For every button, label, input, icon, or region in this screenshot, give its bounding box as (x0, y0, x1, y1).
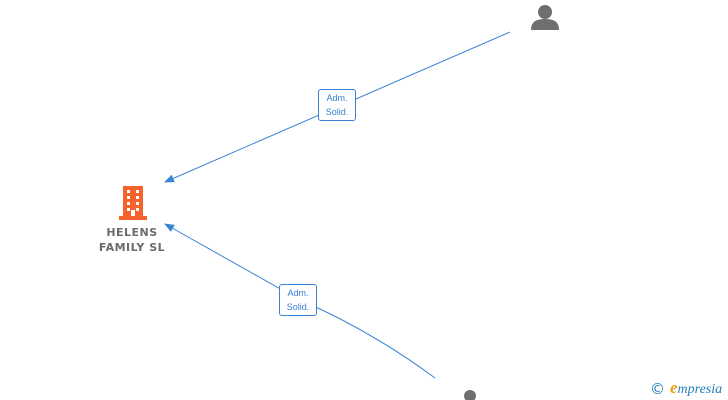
person-icon-top[interactable] (531, 5, 559, 30)
relation-badge-2[interactable]: Adm. Solid. (279, 284, 317, 316)
company-name[interactable]: HELENS FAMILY SL (82, 225, 182, 255)
company-name-line1: HELENS (106, 226, 158, 239)
company-building-icon[interactable] (119, 186, 147, 220)
relation-badge-1-type: Solid. (325, 107, 349, 117)
relation-badge-1-role: Adm. (326, 93, 348, 103)
copyright-icon: © (650, 380, 665, 398)
person-icon-bottom[interactable] (458, 390, 482, 400)
brand-initial: e (670, 378, 678, 397)
brand-rest: mpresia (677, 382, 723, 397)
empresia-logo: empresia (670, 379, 722, 399)
relation-badge-1[interactable]: Adm. Solid. (318, 89, 356, 121)
relation-badge-2-type: Solid. (286, 302, 310, 312)
empresia-watermark[interactable]: © empresia (650, 379, 722, 399)
company-name-line2: FAMILY SL (98, 241, 166, 254)
relation-badge-2-role: Adm. (287, 288, 309, 298)
